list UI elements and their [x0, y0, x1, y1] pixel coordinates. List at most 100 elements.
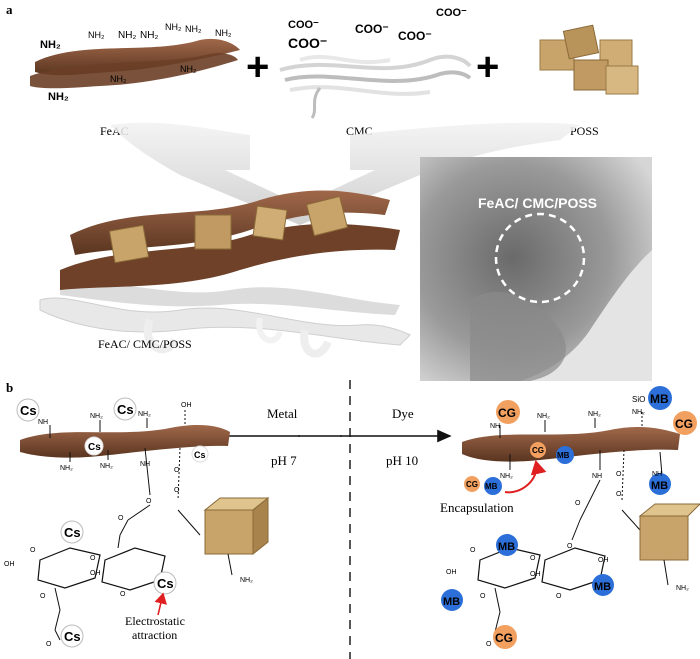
cg-mark-2: CG [675, 417, 693, 431]
right-o-2: O [616, 491, 622, 498]
left-oh-1: OH [181, 402, 192, 409]
left-o-7: O [40, 593, 46, 600]
ph7-label: pH 7 [271, 453, 297, 468]
left-oh-2: OH [4, 561, 15, 568]
cmc-coo-4: COO⁻ [398, 29, 432, 43]
mb-mark-1: MB [650, 392, 669, 406]
left-oh-3: OH [90, 570, 101, 577]
cmc-coo-5: COO⁻ [436, 7, 467, 19]
plus-sign-2: + [476, 45, 499, 89]
poss-cubes [539, 24, 639, 95]
left-o-6: O [30, 547, 36, 554]
feac-nh2-3: NH₂ [118, 30, 136, 41]
left-o-9: O [46, 641, 52, 648]
cs-mark-2: Cs [117, 402, 134, 417]
dye-label: Dye [392, 406, 414, 421]
right-nh2-5: NH₂ [632, 409, 645, 416]
mb-mark-5: MB [498, 541, 515, 553]
left-nh2-5: NH₂ [240, 577, 253, 584]
electrostatic-label-line1: Electrostatic [125, 614, 185, 628]
cg-mark-1: CG [498, 406, 516, 420]
plus-sign-1: + [246, 45, 269, 89]
left-o-4: O [118, 515, 124, 522]
cs-mark-4: Cs [194, 450, 206, 460]
cg-mark-5: CG [495, 631, 513, 645]
cmc-coo-2: COO⁻ [288, 35, 327, 51]
cmc-coo-3: COO⁻ [355, 22, 389, 36]
right-nh2-4: NH₂ [676, 585, 689, 592]
left-nh2-4: NH₂ [100, 463, 113, 470]
left-nh-2: NH [140, 461, 150, 468]
metal-label: Metal [267, 406, 298, 421]
right-o-4: O [567, 543, 573, 550]
tem-label: FeAC/ CMC/POSS [478, 195, 597, 211]
right-nh2-3: NH₂ [500, 473, 513, 480]
mb-mark-2: MB [557, 451, 570, 460]
left-o-5: O [90, 555, 96, 562]
cs-marks [16, 397, 209, 648]
right-nh2-2: NH₂ [588, 411, 601, 418]
right-structure [462, 412, 700, 633]
right-o-6: O [530, 555, 536, 562]
cg-marks [464, 400, 697, 649]
feac-nh2-9: NH₂ [48, 91, 69, 103]
mb-mark-7: MB [443, 596, 460, 608]
panel-a-letter: a [6, 2, 13, 17]
right-oh-3: OH [598, 557, 609, 564]
panel-b-letter: b [6, 380, 13, 395]
mb-marks [441, 386, 672, 611]
cs-mark-1: Cs [20, 403, 37, 418]
left-nh2-2: NH₂ [138, 411, 151, 418]
right-o-5: O [470, 547, 476, 554]
right-nh-1: NH [490, 423, 500, 430]
feac-nh2-6: NH₂ [185, 24, 202, 34]
cg-mark-4: CG [466, 480, 478, 489]
feac-nh2-5: NH₂ [165, 22, 182, 32]
feac-sheets [30, 38, 240, 89]
left-nh2-3: NH₂ [60, 465, 73, 472]
cs-mark-3: Cs [88, 442, 101, 453]
left-o-1: O [174, 467, 180, 474]
composite-illustration [39, 190, 411, 358]
feac-nh2-10: NH₂ [180, 64, 197, 74]
feac-nh2-2: NH₂ [88, 30, 105, 40]
right-o-7: O [480, 593, 486, 600]
cmc-fibers [279, 54, 472, 119]
mb-mark-4: MB [651, 480, 668, 492]
mb-mark-6: MB [594, 581, 611, 593]
composite-label: FeAC/ CMC/POSS [98, 337, 192, 351]
cg-mark-3: CG [532, 446, 544, 455]
right-o-1: O [616, 471, 622, 478]
left-nh2-1: NH₂ [90, 413, 103, 420]
right-o-3: O [575, 500, 581, 507]
cs-mark-5: Cs [64, 525, 81, 540]
right-o-8: O [556, 593, 562, 600]
feac-nh2-8: NH₂ [110, 74, 127, 84]
cmc-coo-1: COO⁻ [288, 19, 319, 31]
encapsulation-arrow [504, 460, 547, 494]
right-nh-2: NH [592, 473, 602, 480]
cs-mark-7: Cs [64, 629, 81, 644]
tem-image [420, 157, 652, 381]
right-oh-2: OH [530, 571, 541, 578]
feac-nh2-7: NH₂ [215, 28, 232, 38]
ph10-label: pH 10 [386, 453, 418, 468]
mb-mark-3: MB [485, 482, 498, 491]
encapsulation-label: Encapsulation [440, 500, 514, 515]
left-o-8: O [120, 591, 126, 598]
left-nh-1: NH [38, 419, 48, 426]
electrostatic-label-line2: attraction [132, 628, 177, 642]
poss-label: POSS [570, 124, 599, 138]
right-nh-3: NH [652, 471, 662, 478]
left-o-3: O [146, 498, 152, 505]
left-structure [20, 410, 270, 641]
feac-nh2-4: NH₂ [140, 30, 158, 41]
right-sio: SiO [632, 395, 645, 404]
cs-mark-6: Cs [157, 576, 174, 591]
right-nh2-1: NH₂ [537, 413, 550, 420]
feac-nh2-1: NH₂ [40, 39, 61, 51]
right-o-9: O [486, 641, 492, 648]
right-oh-1: OH [446, 569, 457, 576]
